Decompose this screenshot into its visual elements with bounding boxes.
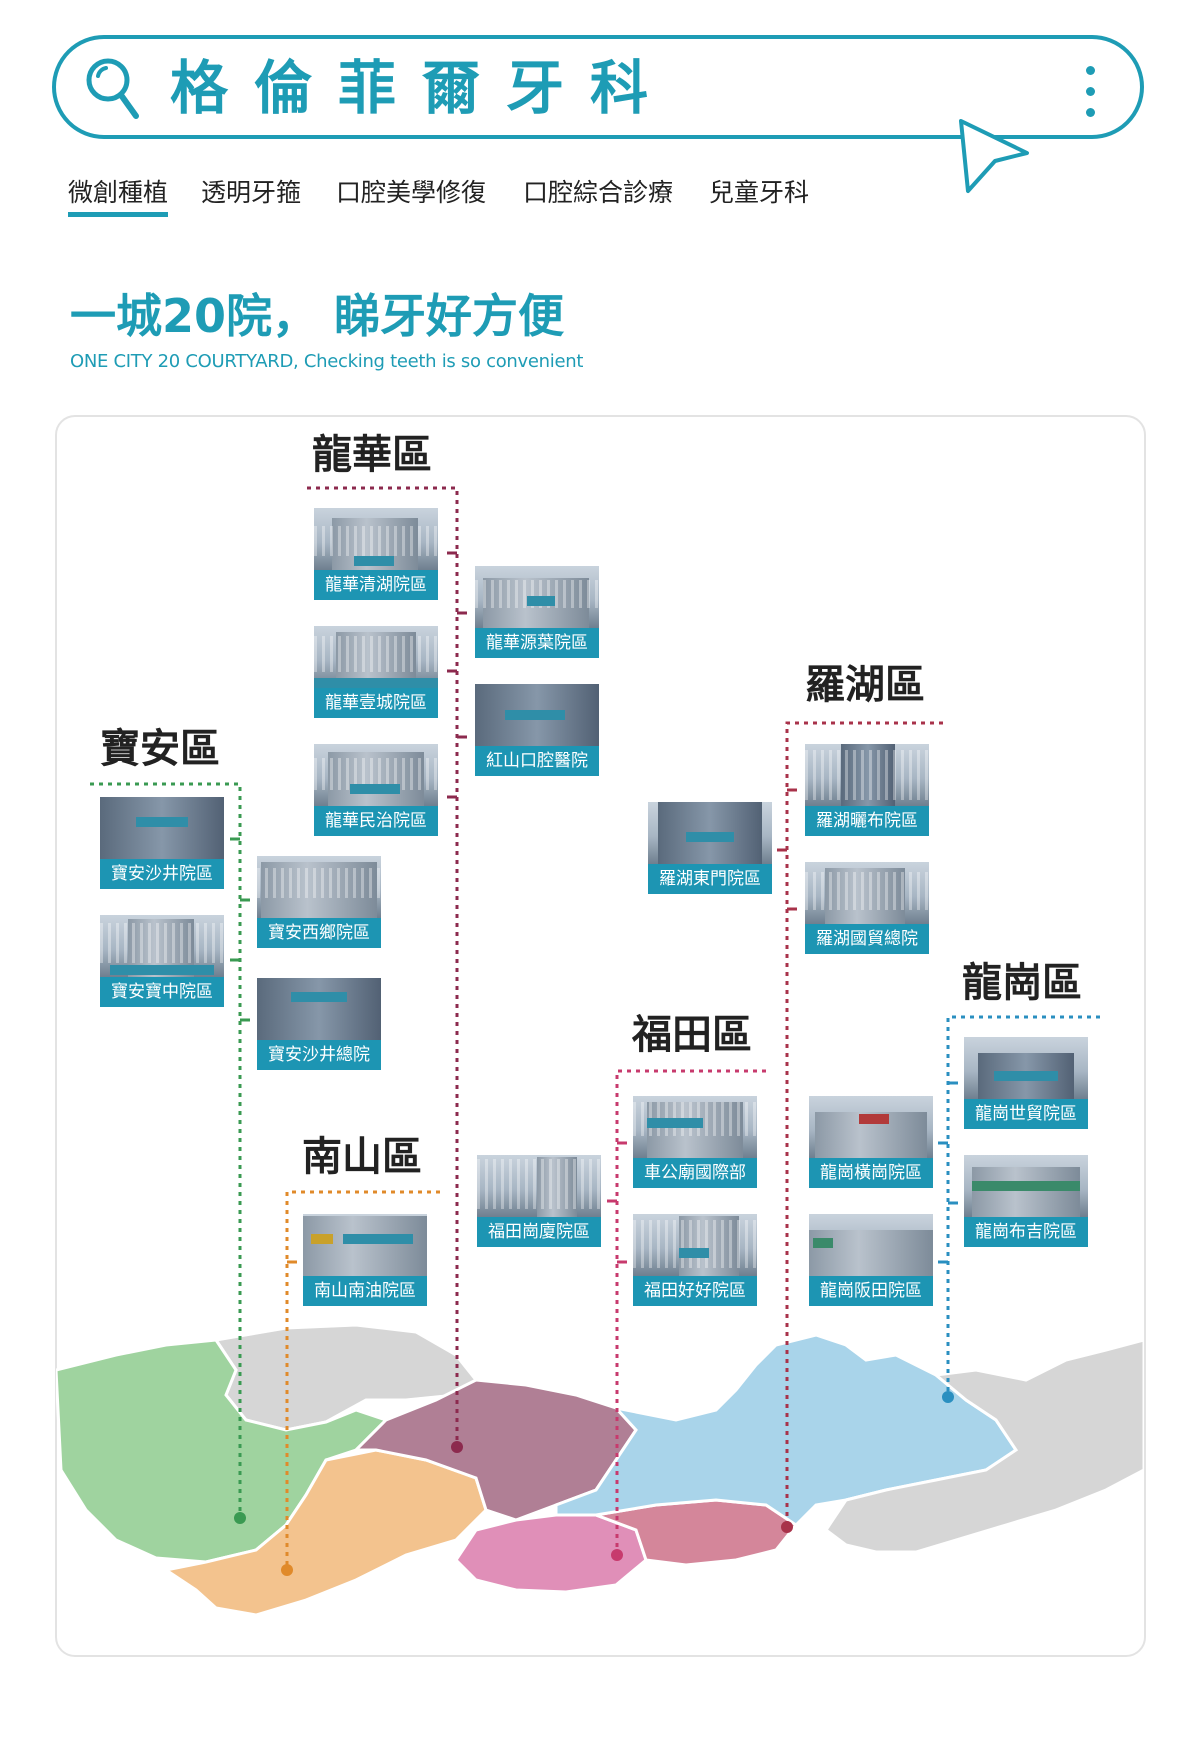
search-bar[interactable] [52, 35, 1144, 139]
clinic-name: 車公廟國際部 [633, 1158, 757, 1188]
clinic-name: 龍崗布吉院區 [964, 1217, 1088, 1247]
page-title: 一城20院， 睇牙好方便 [70, 289, 565, 343]
search-icon[interactable] [84, 52, 144, 124]
clinic-name: 寶安沙井總院 [257, 1040, 381, 1070]
clinic-name: 龍崗阪田院區 [809, 1276, 933, 1306]
clinic-card[interactable]: 龍崗布吉院區 [964, 1155, 1088, 1247]
clinic-card[interactable]: 龍華源葉院區 [475, 566, 599, 658]
district-longgang: 龍崗區 [962, 960, 1082, 1006]
clinic-card[interactable]: 寶安寶中院區 [100, 915, 224, 1007]
clinic-card[interactable]: 車公廟國際部 [633, 1096, 757, 1188]
district-luohu: 羅湖區 [805, 662, 925, 708]
page-subtitle: ONE CITY 20 COURTYARD, Checking teeth is… [70, 351, 584, 372]
clinic-card[interactable]: 龍崗阪田院區 [809, 1214, 933, 1306]
clinic-card[interactable]: 寶安沙井院區 [100, 797, 224, 889]
clinic-name: 福田好好院區 [633, 1276, 757, 1306]
clinic-card[interactable]: 紅山口腔醫院 [475, 684, 599, 776]
clinic-card[interactable]: 福田崗廈院區 [477, 1155, 601, 1247]
clinic-card[interactable]: 寶安西鄉院區 [257, 856, 381, 948]
tab-implant[interactable]: 微創種植 [68, 176, 169, 217]
cursor-arrow-icon [959, 119, 1029, 193]
shenzhen-district-map [56, 1323, 1144, 1617]
clinic-name: 南山南油院區 [303, 1276, 427, 1306]
pin-luohu [781, 1521, 793, 1533]
pin-longgang [942, 1391, 954, 1403]
clinic-name: 寶安寶中院區 [100, 977, 224, 1007]
clinic-card[interactable]: 福田好好院區 [633, 1214, 757, 1306]
tab-clear-aligner[interactable]: 透明牙箍 [201, 178, 302, 207]
pin-longhua [451, 1441, 463, 1453]
map-region-futian [454, 1513, 648, 1594]
clinic-name: 龍華清湖院區 [314, 570, 438, 600]
clinic-name: 龍華壹城院區 [314, 688, 438, 718]
pin-baoan [234, 1512, 246, 1524]
clinic-card[interactable]: 羅湖國貿總院 [805, 862, 929, 954]
tab-aesthetic-restoration[interactable]: 口腔美學修復 [336, 178, 487, 207]
district-baoan: 寶安區 [100, 726, 220, 772]
clinic-name: 龍崗世貿院區 [964, 1099, 1088, 1129]
more-options-icon[interactable] [1084, 66, 1098, 117]
clinic-card[interactable]: 龍華壹城院區 [314, 626, 438, 718]
clinic-card[interactable]: 南山南油院區 [303, 1214, 427, 1306]
clinic-card[interactable]: 羅湖東門院區 [648, 802, 772, 894]
clinic-name: 福田崗廈院區 [477, 1217, 601, 1247]
district-nanshan: 南山區 [302, 1134, 422, 1180]
clinic-card[interactable]: 寶安沙井總院 [257, 978, 381, 1070]
clinic-card[interactable]: 龍華民治院區 [314, 744, 438, 836]
district-longhua: 龍華區 [312, 432, 432, 478]
clinic-name: 羅湖曬布院區 [805, 806, 929, 836]
brand-name: 格倫菲爾牙科 [170, 54, 675, 122]
map-region-east [823, 1338, 1144, 1554]
clinic-card[interactable]: 龍崗世貿院區 [964, 1037, 1088, 1129]
clinic-name: 龍華民治院區 [314, 806, 438, 836]
clinic-name: 龍崗橫崗院區 [809, 1158, 933, 1188]
clinic-name: 寶安西鄉院區 [257, 918, 381, 948]
clinic-name: 寶安沙井院區 [100, 859, 224, 889]
tab-pediatric[interactable]: 兒童牙科 [709, 178, 810, 207]
district-futian: 福田區 [632, 1012, 752, 1058]
clinic-card[interactable]: 龍華清湖院區 [314, 508, 438, 600]
clinic-name: 羅湖東門院區 [648, 864, 772, 894]
pin-nanshan [281, 1564, 293, 1576]
clinic-card[interactable]: 龍崗橫崗院區 [809, 1096, 933, 1188]
clinic-name: 龍華源葉院區 [475, 628, 599, 658]
clinic-card[interactable]: 羅湖曬布院區 [805, 744, 929, 836]
clinic-name: 羅湖國貿總院 [805, 924, 929, 954]
tab-general-treatment[interactable]: 口腔綜合診療 [523, 178, 674, 207]
pin-futian [611, 1549, 623, 1561]
clinic-name: 紅山口腔醫院 [475, 746, 599, 776]
